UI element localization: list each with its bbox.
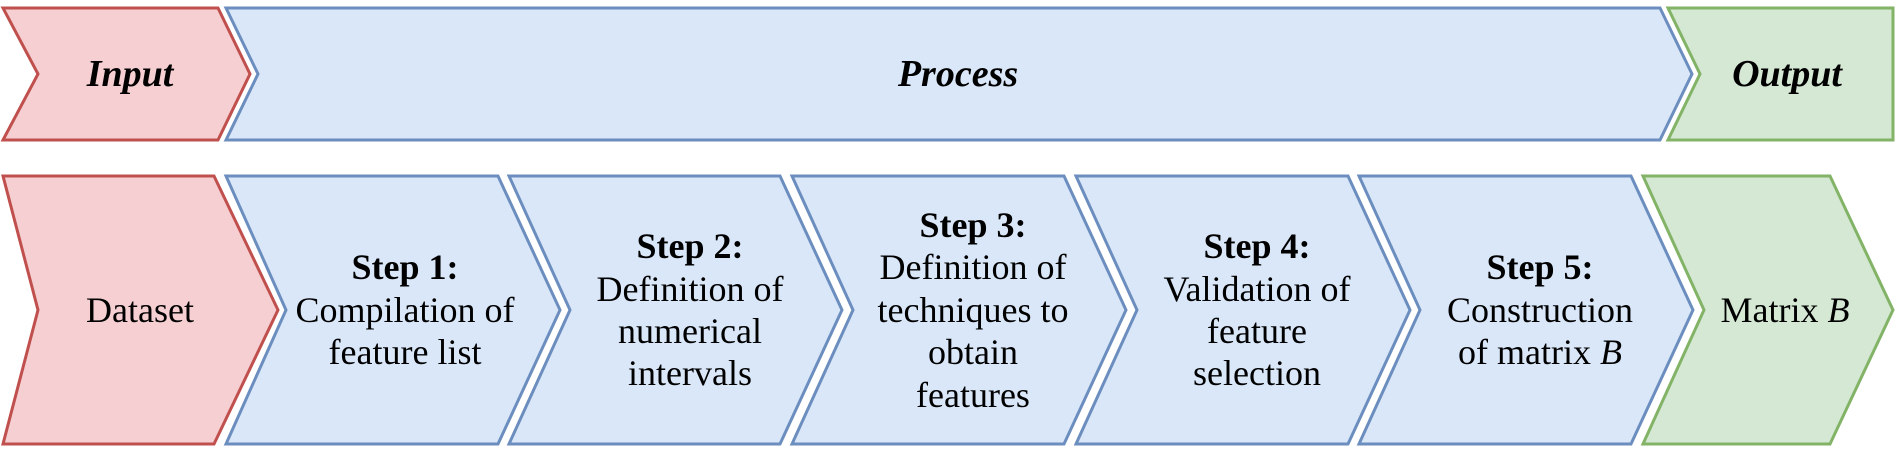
header-output-label: Output — [1732, 52, 1842, 95]
step-5-label: Step 5: Construction of matrix B — [1415, 176, 1665, 444]
header-process-label: Process — [897, 52, 1019, 95]
step-3-description: Definition of techniques to obtain featu… — [877, 247, 1069, 415]
output-matrix-variable: B — [1827, 289, 1850, 330]
step-1-description: Compilation of feature list — [295, 289, 515, 373]
step-4-label: Step 4: Validation of feature selection — [1132, 176, 1382, 444]
step-1-title: Step 1: — [351, 247, 459, 288]
input-dataset-label: Dataset — [86, 289, 194, 330]
step-3-label: Step 3: Definition of techniques to obta… — [848, 176, 1098, 444]
step-4-chevron — [1073, 174, 1412, 446]
step-3-chevron — [789, 174, 1128, 446]
header-input-label: Input — [86, 52, 174, 95]
header-process-chevron — [223, 6, 1694, 142]
input-chevron — [1, 174, 280, 446]
output-chevron — [1640, 174, 1895, 446]
step-1-chevron — [223, 174, 562, 446]
step-3-title: Step 3: — [919, 204, 1027, 245]
output-matrix-text: Matrix B — [1721, 289, 1850, 331]
output-matrix-word: Matrix — [1720, 289, 1819, 330]
step-5-title: Step 5: — [1486, 247, 1594, 288]
output-matrix-label: Matrix B — [1700, 176, 1870, 444]
step-5-chevron — [1356, 174, 1695, 446]
step-2-title: Step 2: — [636, 226, 744, 267]
step-2-description: Definition of numerical intervals — [596, 268, 784, 394]
step-5-description: Construction of matrix B — [1447, 289, 1633, 374]
header-input-chevron — [0, 6, 252, 142]
header-output-chevron — [1665, 6, 1895, 142]
step-1-label: Step 1: Compilation of feature list — [280, 176, 530, 444]
step-2-label: Step 2: Definition of numerical interval… — [565, 176, 815, 444]
step-2-chevron — [506, 174, 844, 446]
step-4-description: Validation of feature selection — [1163, 268, 1351, 394]
step-5-description-text: Construction of matrix — [1447, 289, 1633, 373]
step-5-matrix-variable: B — [1599, 332, 1622, 373]
step-4-title: Step 4: — [1203, 226, 1311, 267]
